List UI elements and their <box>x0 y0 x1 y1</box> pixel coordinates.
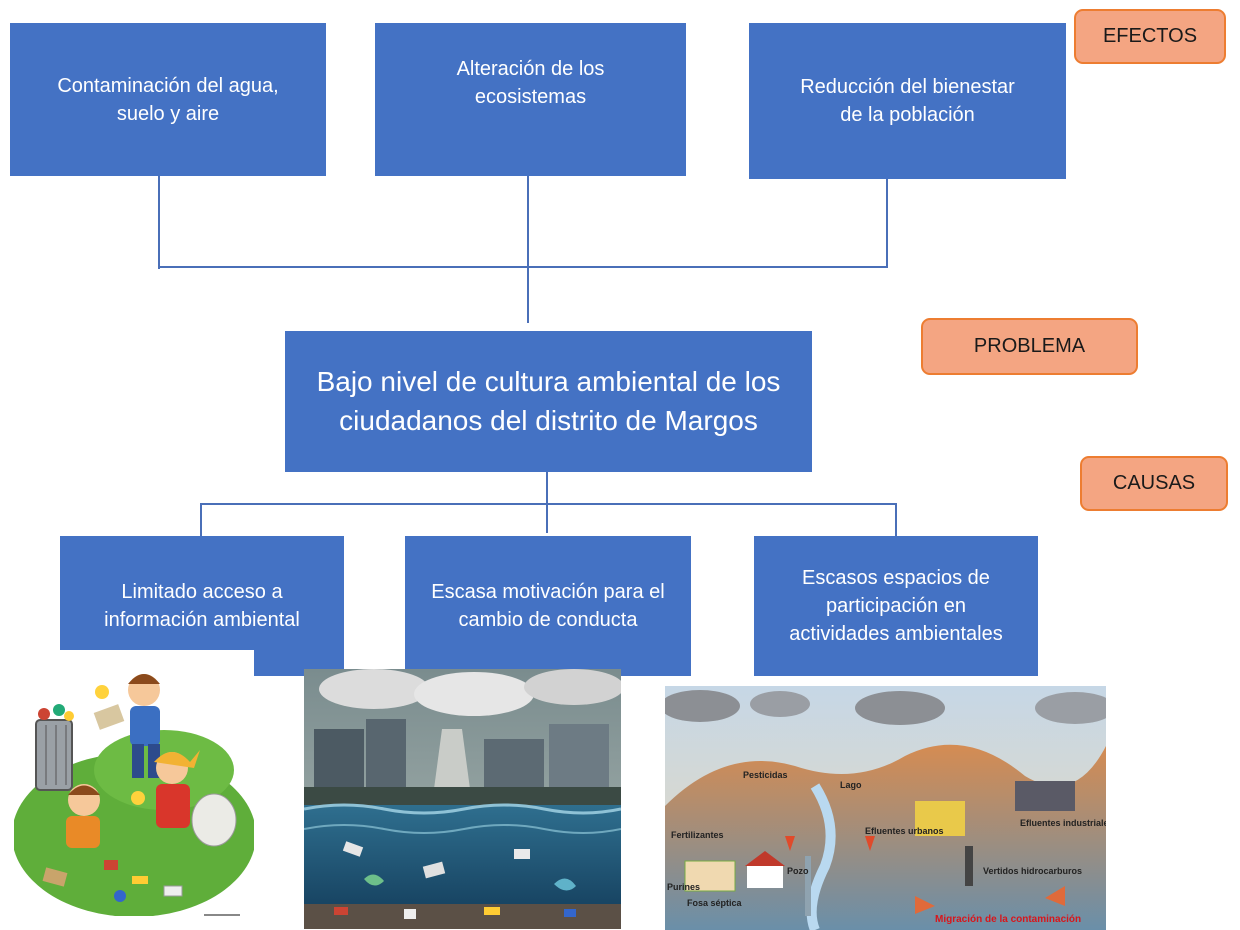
label-vertidos: Vertidos hidrocarburos <box>983 866 1082 876</box>
effect-label-2: Alteración de los ecosistemas <box>456 57 605 108</box>
children-cleanup-illustration <box>14 650 254 916</box>
problem-tag: PROBLEMA <box>921 318 1138 375</box>
effects-tag-label: EFECTOS <box>1102 25 1198 47</box>
label-efluentes-urbanos: Efluentes urbanos <box>865 826 944 836</box>
cause-label-2: Escasa motivación para el cambio de cond… <box>431 581 665 631</box>
causes-tag-label: CAUSAS <box>1112 472 1196 494</box>
connector-effect-1 <box>158 176 160 269</box>
label-fosa: Fosa séptica <box>687 898 743 908</box>
connector-effect-2 <box>527 176 529 323</box>
connector-effects-horizontal <box>158 266 888 268</box>
effect-box-3: Reducción del bienestar de la población <box>749 23 1066 179</box>
label-fertilizantes: Fertilizantes <box>671 830 724 840</box>
connector-cause-3 <box>895 503 897 536</box>
cause-label-1: Limitado acceso a información ambiental <box>104 581 300 631</box>
connector-problem-down <box>546 472 548 533</box>
label-migracion: Migración de la contaminación <box>935 914 1081 925</box>
effect-box-2: Alteración de los ecosistemas <box>375 23 686 176</box>
causes-tag: CAUSAS <box>1080 456 1228 511</box>
effect-label-3: Reducción del bienestar de la población <box>800 76 1015 126</box>
connector-cause-1 <box>200 503 202 536</box>
cause-box-3: Escasos espacios de participación en act… <box>754 536 1038 676</box>
effects-tag: EFECTOS <box>1074 9 1226 64</box>
effect-box-1: Contaminación del agua, suelo y aire <box>10 23 326 176</box>
label-lago: Lago <box>840 780 862 790</box>
label-pesticidas: Pesticidas <box>743 770 788 780</box>
connector-effect-3 <box>886 179 888 267</box>
connector-causes-horizontal <box>200 503 897 505</box>
problem-box: Bajo nivel de cultura ambiental de los c… <box>285 331 812 472</box>
cause-label-3: Escasos espacios de participación en act… <box>789 567 1003 645</box>
label-purines: Purines <box>667 882 700 892</box>
industrial-water-pollution-illustration <box>304 669 621 929</box>
problem-tag-label: PROBLEMA <box>973 335 1086 357</box>
effect-label-1: Contaminación del agua, suelo y aire <box>57 74 279 125</box>
label-pozo: Pozo <box>787 866 809 876</box>
label-efluentes-industriales: Efluentes industriales <box>1020 818 1106 828</box>
problem-label: Bajo nivel de cultura ambiental de los c… <box>316 365 781 436</box>
contamination-migration-diagram: Pesticidas Lago Fertilizantes Efluentes … <box>665 686 1106 930</box>
cause-box-2: Escasa motivación para el cambio de cond… <box>405 536 691 676</box>
